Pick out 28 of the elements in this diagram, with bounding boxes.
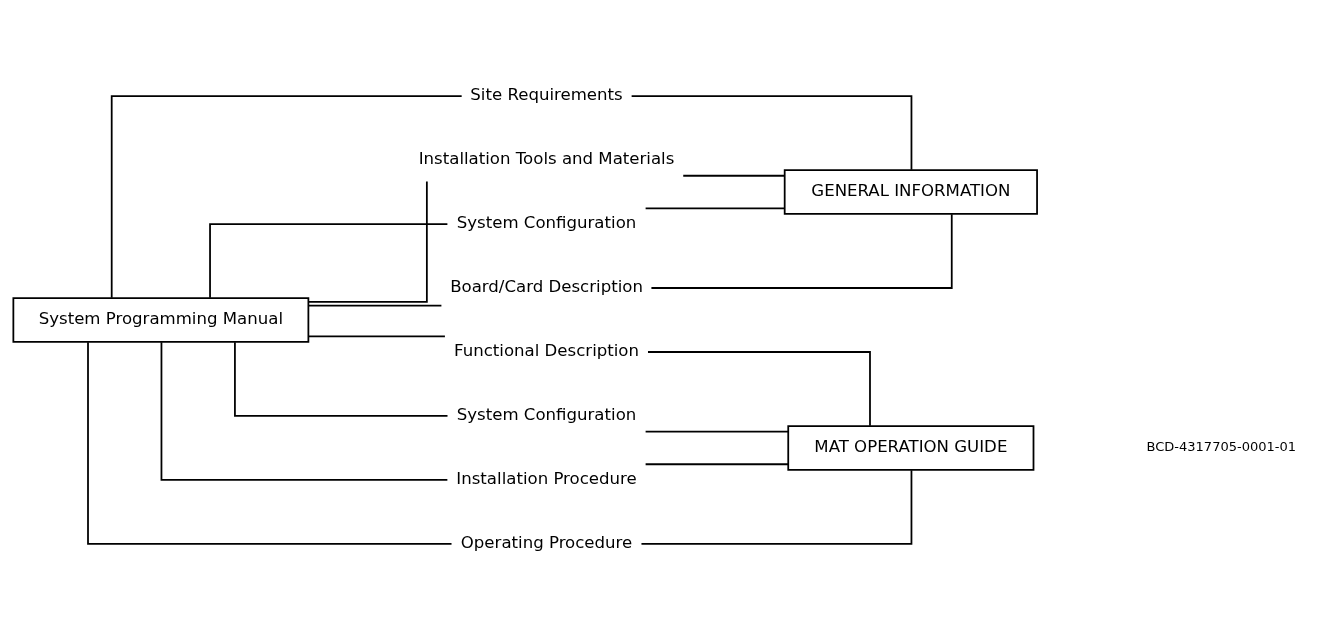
connector [308,335,446,338]
connector [682,174,786,177]
connector [640,469,913,545]
node-text: Board/Card Description [450,277,643,297]
node-box: GENERAL INFORMATION [783,169,1038,215]
node-text: Installation Procedure [456,469,637,489]
connector [630,95,913,171]
node-text: System Configuration [456,405,637,425]
connector [234,341,449,417]
node-text: Site Requirements [470,85,623,105]
label: BCD-4317705-0001-01 [1146,439,1297,455]
connector [87,341,453,545]
connector [209,223,449,299]
connector [308,304,443,307]
node-text: System Configuration [456,213,637,233]
node-box: MAT OPERATION GUIDE [787,425,1035,471]
connector [644,463,789,466]
connector [644,207,786,210]
connector [160,341,449,481]
node-text: Functional Description [454,341,640,361]
connector [647,351,871,427]
node-box: System Programming Manual [12,297,310,343]
connector [644,430,789,433]
node-text: Installation Tools and Materials [418,149,675,169]
connector [650,213,953,289]
connector [110,95,463,299]
connector [307,180,428,303]
node-text: Operating Procedure [460,533,633,553]
